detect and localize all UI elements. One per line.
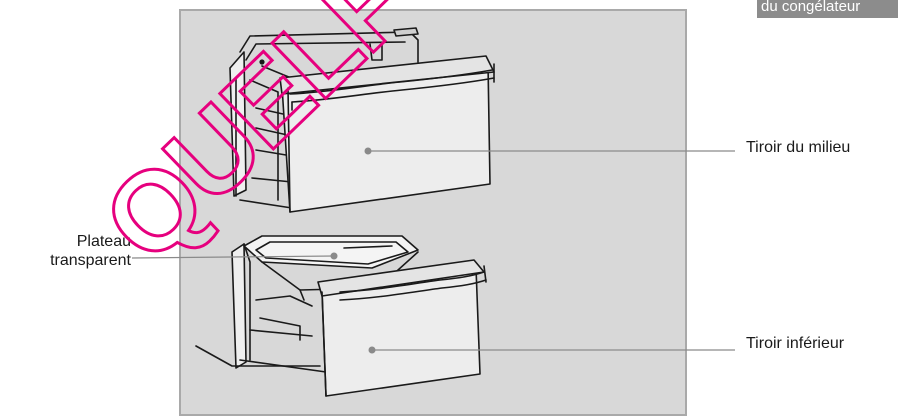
label-transparent-tray: Plateau transparent [6, 232, 131, 270]
corner-tag: du congélateur [757, 0, 898, 18]
label-bottom-drawer: Tiroir inférieur [746, 335, 845, 352]
lower-drawer-frame [195, 243, 327, 373]
corner-tag-text: du congélateur [761, 0, 861, 15]
dot-middle-drawer [364, 147, 372, 155]
label-tray-line2: transparent [50, 252, 131, 269]
label-tray-line1: Plateau [76, 233, 131, 250]
label-middle-drawer: Tiroir du milieu [746, 139, 851, 156]
lower-drawer-face [317, 259, 487, 397]
upper-drawer-face [279, 55, 495, 213]
leader-tray [131, 255, 335, 259]
dot-tray [330, 252, 338, 260]
dot-bottom-drawer [368, 346, 376, 354]
